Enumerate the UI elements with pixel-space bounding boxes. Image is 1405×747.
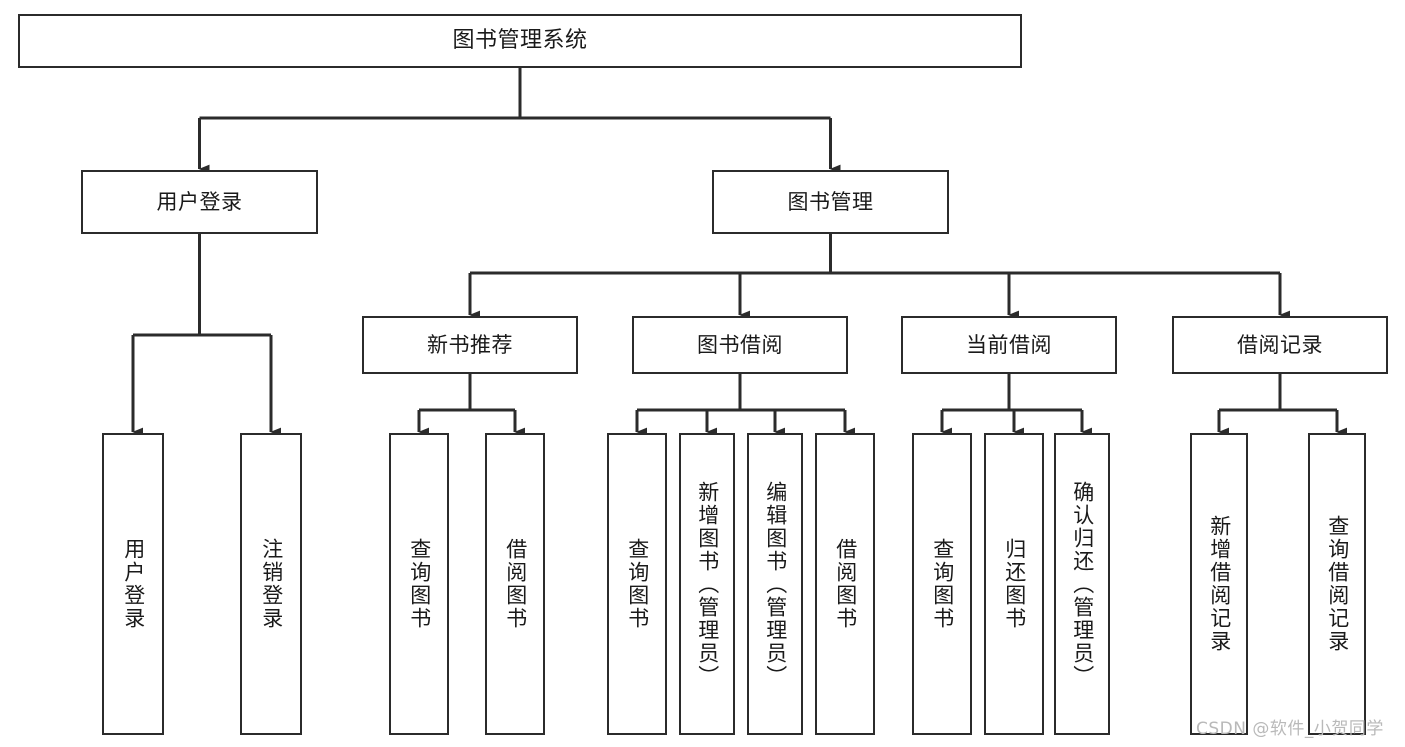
node-leaf-cur-confirm-return-label: 确认归还（管理员） [1070,480,1095,688]
csdn-watermark: CSDN @软件_小贺同学 [1196,719,1384,739]
node-leaf-bo-query-book[interactable]: 查询图书 [607,433,667,735]
node-leaf-bo-query-book-label: 查询图书 [625,538,650,630]
node-current-borrow[interactable]: 当前借阅 [901,316,1117,374]
node-leaf-rec-add-record[interactable]: 新增借阅记录 [1190,433,1248,735]
node-book-borrow[interactable]: 图书借阅 [632,316,848,374]
node-borrow-record-label: 借阅记录 [1237,332,1323,357]
node-leaf-cur-return-book-label: 归还图书 [1002,538,1027,630]
node-leaf-rec-query-record[interactable]: 查询借阅记录 [1308,433,1366,735]
node-user-login-module-label: 用户登录 [156,189,243,214]
node-leaf-bo-add-book-label: 新增图书（管理员） [695,480,720,688]
node-leaf-user-login[interactable]: 用户登录 [102,433,164,735]
node-leaf-user-login-label: 用户登录 [121,538,146,630]
node-leaf-user-logout-label: 注销登录 [259,538,284,630]
node-root-label: 图书管理系统 [452,28,588,54]
node-leaf-bo-lend-book-label: 借阅图书 [833,538,858,630]
node-leaf-nr-query-book[interactable]: 查询图书 [389,433,449,735]
node-leaf-cur-query-book[interactable]: 查询图书 [912,433,972,735]
node-leaf-nr-query-book-label: 查询图书 [407,538,432,630]
node-user-login-module[interactable]: 用户登录 [81,170,318,234]
node-leaf-bo-edit-book[interactable]: 编辑图书（管理员） [747,433,803,735]
node-leaf-rec-add-record-label: 新增借阅记录 [1207,515,1232,653]
node-book-management-module-label: 图书管理 [787,189,874,214]
node-new-book-recommend[interactable]: 新书推荐 [362,316,578,374]
node-book-borrow-label: 图书借阅 [697,332,783,357]
node-leaf-user-logout[interactable]: 注销登录 [240,433,302,735]
node-leaf-rec-query-record-label: 查询借阅记录 [1325,515,1350,653]
node-leaf-bo-lend-book[interactable]: 借阅图书 [815,433,875,735]
node-leaf-cur-query-book-label: 查询图书 [930,538,955,630]
node-leaf-nr-borrow-book[interactable]: 借阅图书 [485,433,545,735]
node-leaf-bo-add-book[interactable]: 新增图书（管理员） [679,433,735,735]
node-book-management-module[interactable]: 图书管理 [712,170,949,234]
node-leaf-nr-borrow-book-label: 借阅图书 [503,538,528,630]
node-leaf-cur-return-book[interactable]: 归还图书 [984,433,1044,735]
node-new-book-recommend-label: 新书推荐 [427,332,513,357]
node-root[interactable]: 图书管理系统 [18,14,1022,68]
node-leaf-bo-edit-book-label: 编辑图书（管理员） [763,480,788,688]
node-leaf-cur-confirm-return[interactable]: 确认归还（管理员） [1054,433,1110,735]
node-current-borrow-label: 当前借阅 [966,332,1052,357]
node-borrow-record[interactable]: 借阅记录 [1172,316,1388,374]
